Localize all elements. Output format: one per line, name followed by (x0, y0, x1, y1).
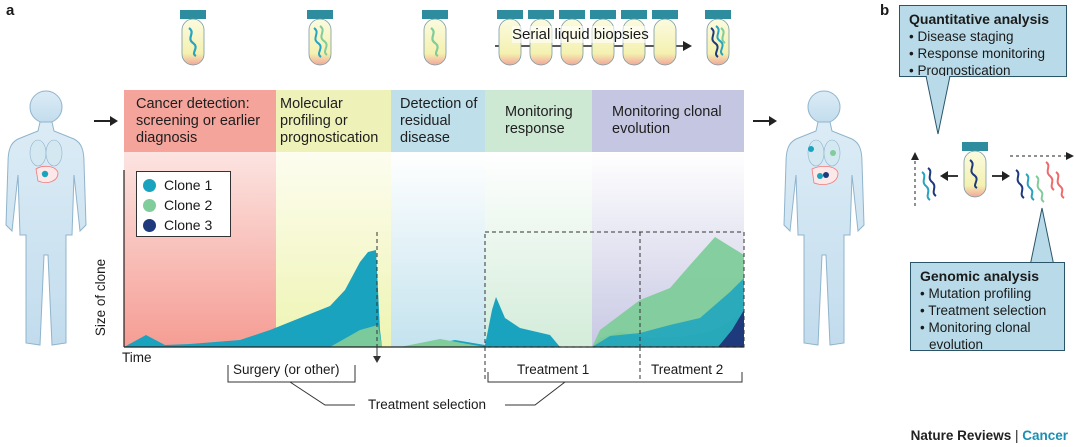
tube-icon (422, 10, 448, 66)
tube-icon (652, 10, 678, 66)
clone-2-swatch (143, 198, 156, 212)
tube-icon (180, 10, 206, 66)
legend-label: Clone 2 (164, 197, 213, 213)
quantitative-title: Quantitative analysis (909, 11, 1050, 27)
phase-residual-disease: Detection of residual disease (400, 96, 478, 146)
panel-b-graphic (911, 76, 1074, 266)
surgery-label: Surgery (or other) (233, 362, 340, 377)
phase-molecular-profiling: Molecular profiling or prognostication (280, 96, 379, 146)
legend-item-clone-3: Clone 3 (143, 215, 230, 235)
genomic-analysis-box: Genomic analysis • Mutation profiling • … (910, 262, 1065, 352)
clone-1-swatch (143, 178, 156, 192)
legend-label: Clone 3 (164, 217, 213, 233)
panel-a-label: a (6, 2, 15, 19)
quantitative-analysis-box: Quantitative analysis • Disease staging … (899, 5, 1067, 78)
genomic-item: • Mutation profiling (920, 286, 1032, 301)
tube-icon (705, 10, 731, 66)
genomic-item: • Monitoring clonal evolution (920, 320, 1031, 352)
genomic-title: Genomic analysis (920, 268, 1040, 284)
legend-item-clone-1: Clone 1 (143, 175, 230, 195)
clone-3-swatch (143, 218, 156, 232)
credit-prefix: Nature Reviews (910, 428, 1012, 443)
credit-separator: | (1011, 428, 1023, 443)
phase-monitoring-response: Monitoring response (505, 104, 573, 137)
patient-body-right-icon (783, 90, 865, 346)
quantitative-item: • Disease staging (909, 29, 1014, 44)
quantitative-item: • Prognostication (909, 63, 1011, 78)
patient-body-left-icon (5, 90, 87, 346)
clone-legend: Clone 1 Clone 2 Clone 3 (136, 171, 231, 237)
treatment-2-label: Treatment 2 (651, 362, 724, 377)
panel-b-label: b (880, 2, 890, 19)
legend-item-clone-2: Clone 2 (143, 195, 230, 215)
tube-icon (307, 10, 333, 66)
treatment-1-label: Treatment 1 (517, 362, 590, 377)
y-axis-label: Size of clone (93, 258, 109, 337)
treatment-selection-label: Treatment selection (368, 397, 487, 412)
credit-journal: Cancer (1022, 428, 1068, 443)
journal-credit: Nature Reviews | Cancer (911, 428, 1068, 443)
phase-monitoring-clonal-evolution: Monitoring clonal evolution (612, 104, 722, 137)
genomic-item: • Treatment selection (920, 303, 1047, 318)
legend-label: Clone 1 (164, 177, 213, 193)
quantitative-item: • Response monitoring (909, 46, 1046, 61)
phase-cancer-detection: Cancer detection: screening or earlier d… (136, 96, 261, 146)
serial-biopsies-label: Serial liquid biopsies (512, 26, 649, 43)
x-axis-label: Time (122, 350, 152, 365)
